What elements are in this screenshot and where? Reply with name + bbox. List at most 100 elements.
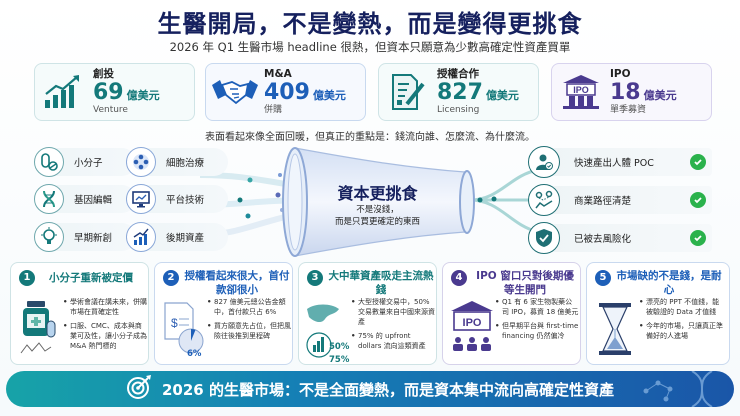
card-bullets: 學術會議在講未來，併購市場在買確定性 口服、CMC、成本與商業可及性，讓小分子成… bbox=[63, 297, 147, 355]
growth-chart-icon bbox=[35, 63, 93, 121]
bullet-item: 但早期平台與 first-time financing 仍然偏冷 bbox=[495, 321, 579, 341]
input-item-cell-therapy: 細胞治療 bbox=[126, 147, 228, 177]
handshake-icon bbox=[206, 63, 264, 121]
ipo-building-icon: IPO bbox=[552, 63, 610, 121]
svg-text:IPO: IPO bbox=[573, 85, 589, 95]
page-title: 生醫開局，不是變熱，而是變得更挑食 bbox=[157, 10, 583, 38]
funnel-sub-line: 不是沒錢， bbox=[356, 205, 399, 215]
bullet-item: 今年的市場，只讓真正準備好的人進場 bbox=[639, 321, 723, 341]
stat-label: 創投 bbox=[93, 68, 114, 81]
stat-value: 69 bbox=[93, 79, 124, 105]
hourglass-icon bbox=[599, 303, 631, 355]
card-title: 大中華資產吸走主流熱錢 bbox=[328, 270, 434, 296]
pie-percent-label: 6% bbox=[187, 349, 202, 359]
stat-unit: 億美元 bbox=[126, 88, 160, 102]
input-label: 早期新創 bbox=[74, 233, 113, 244]
percent-label-50: 50% bbox=[329, 342, 350, 352]
stat-sub: Licensing bbox=[437, 104, 480, 115]
card-bullets: 漂亮的 PPT 不值錢，能被驗證的 Data 才值錢 今年的市場，只讓真正準備好… bbox=[639, 297, 723, 345]
input-item-early-startup: 早期新創 bbox=[34, 222, 136, 252]
insight-card-4: 4 IPO 窗口只對後期優等生開門 IPO Q1 有 6 家生物製藥公司 IPO… bbox=[442, 262, 581, 365]
input-label: 平台技術 bbox=[166, 195, 205, 206]
output-label: 快速產出人體 POC bbox=[574, 158, 654, 169]
bullet-item: 漂亮的 PPT 不值錢，能被驗證的 Data 才值錢 bbox=[639, 297, 723, 317]
capital-funnel-graphic bbox=[282, 147, 475, 257]
ipo-text: IPO bbox=[463, 317, 482, 329]
insight-card-2: 2 授權看起來很大，首付款卻很小 $ 6% 827 億美元總公告金額中，首付款只… bbox=[154, 262, 293, 365]
card-number-badge: 4 bbox=[451, 270, 467, 286]
stat-value: 18 bbox=[610, 79, 641, 105]
percent-label-75: 75% bbox=[329, 355, 350, 365]
check-icon bbox=[690, 192, 706, 208]
stat-unit: 億美元 bbox=[312, 88, 346, 102]
stat-label: 授權合作 bbox=[437, 68, 479, 81]
input-label: 小分子 bbox=[74, 158, 103, 169]
insight-card-5: 5 市場缺的不是錢，是耐心 漂亮的 PPT 不值錢，能被驗證的 Data 才值錢… bbox=[586, 262, 730, 365]
globe-chart-icon bbox=[306, 304, 339, 358]
bullet-item: 學術會議在講未來，併購市場在買確定性 bbox=[63, 297, 147, 317]
output-label: 已被去風險化 bbox=[574, 234, 632, 245]
stat-value: 827 bbox=[437, 79, 483, 105]
card-bullets: 大型授權交易中，50% 交易數量來自中國來源資產 75% 的 upfront d… bbox=[351, 297, 435, 355]
dna-icon bbox=[34, 184, 64, 214]
card-number-badge: 5 bbox=[595, 270, 611, 286]
card-title: 授權看起來很大，首付款卻很小 bbox=[184, 270, 290, 296]
stat-unit: 億美元 bbox=[485, 88, 519, 102]
shield-check-icon bbox=[528, 222, 560, 254]
card-number-badge: 1 bbox=[19, 270, 35, 286]
card-number-badge: 3 bbox=[307, 270, 323, 286]
bullet-item: 75% 的 upfront dollars 流向這類資產 bbox=[351, 331, 435, 351]
output-item-commercial-path: 商業路徑清楚 bbox=[528, 184, 712, 216]
monitor-chart-icon bbox=[126, 184, 156, 214]
cell-icon bbox=[126, 147, 156, 177]
page-subtitle: 2026 年 Q1 生醫市場 headline 很熱，但資本只願意為少數高確定性… bbox=[169, 40, 571, 54]
bullet-item: 827 億美元總公告金額中，首付款只占 6% bbox=[207, 297, 291, 317]
funnel-title: 資本更挑食 bbox=[337, 184, 418, 203]
person-check-icon bbox=[528, 146, 560, 178]
check-icon bbox=[690, 154, 706, 170]
insight-card-1: 1 小分子重新被定價 學術會議在講未來，併購市場在買確定性 口服、CMC、成本與… bbox=[10, 262, 149, 365]
stat-sub: 單季募資 bbox=[610, 104, 647, 115]
card-bullets: 827 億美元總公告金額中，首付款只占 6% 買方願意先占位，但把風險往後推到里… bbox=[207, 297, 291, 345]
document-pie-icon: $ bbox=[164, 302, 204, 354]
output-label: 商業路徑清楚 bbox=[574, 196, 632, 207]
card-number-badge: 2 bbox=[163, 270, 179, 286]
input-label: 基因編輯 bbox=[74, 195, 113, 206]
card-bullets: Q1 有 6 家生物製藥公司 IPO，募資 18 億美元 但早期平台與 firs… bbox=[495, 297, 579, 345]
caption: 表面看起來像全面回暖，但真正的重點是：錢流向誰、怎麼流、為什麼流。 bbox=[205, 132, 535, 143]
dna-molecule-decoration bbox=[643, 371, 713, 407]
bullet-item: 大型授權交易中，50% 交易數量來自中國來源資產 bbox=[351, 297, 435, 327]
stat-label: M&A bbox=[264, 68, 292, 81]
route-map-icon bbox=[528, 184, 560, 216]
pill-capsule-icon bbox=[34, 147, 64, 177]
bullet-item: 買方願意先占位，但把風險往後推到里程碑 bbox=[207, 321, 291, 341]
conclusion-banner: 2026 的生醫市場：不是全面變熱，而是資本集中流向高確定性資產 bbox=[6, 371, 734, 407]
contract-icon bbox=[379, 63, 437, 121]
input-item-small-molecule: 小分子 bbox=[34, 147, 136, 177]
svg-text:$: $ bbox=[171, 316, 178, 330]
card-title: 小分子重新被定價 bbox=[49, 272, 133, 284]
card-title: IPO 窗口只對後期優等生開門 bbox=[476, 270, 574, 296]
stat-value: 409 bbox=[264, 79, 310, 105]
funnel-sub-line: 而是只買更確定的東西 bbox=[334, 217, 420, 227]
bar-growth-icon bbox=[126, 222, 156, 252]
card-title: 市場缺的不是錢，是耐心 bbox=[616, 270, 722, 296]
banner-text: 2026 的生醫市場：不是全面變熱，而是資本集中流向高確定性資產 bbox=[162, 380, 614, 399]
lightbulb-icon bbox=[34, 222, 64, 252]
stat-sub: Venture bbox=[93, 104, 128, 115]
input-item-platform-tech: 平台技術 bbox=[126, 184, 228, 214]
insight-card-3: 3 大中華資產吸走主流熱錢 50% 75% 大型授權交易中，50% 交易數量來自… bbox=[298, 262, 437, 365]
funnel-subtitle: 不是沒錢， 而是只買更確定的東西 bbox=[310, 204, 445, 228]
input-item-late-stage: 後期資產 bbox=[126, 222, 228, 252]
bullet-item: 口服、CMC、成本與商業可及性，讓小分子成為 M&A 熱門標的 bbox=[63, 321, 147, 351]
stat-unit: 億美元 bbox=[643, 88, 677, 102]
check-icon bbox=[690, 230, 706, 246]
input-label: 細胞治療 bbox=[166, 158, 205, 169]
stat-label: IPO bbox=[610, 68, 631, 81]
output-item-human-poc: 快速產出人體 POC bbox=[528, 146, 712, 178]
bullet-item: Q1 有 6 家生物製藥公司 IPO，募資 18 億美元 bbox=[495, 297, 579, 317]
ipo-building-people-icon: IPO bbox=[451, 301, 493, 351]
